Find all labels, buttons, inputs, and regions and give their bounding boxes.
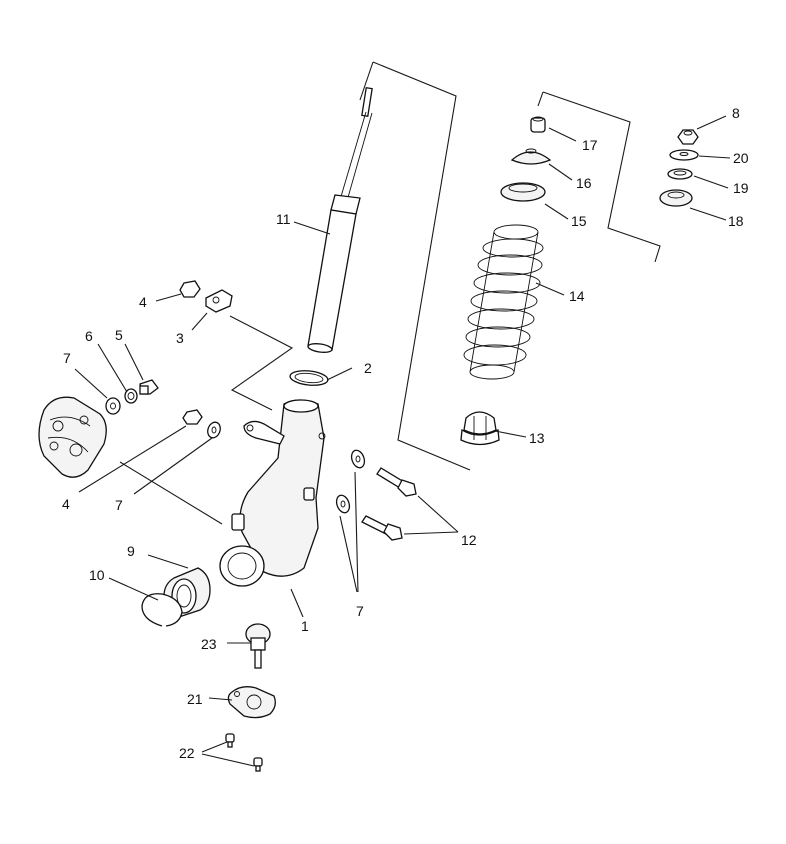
caliper-bolt-5[interactable] [139,379,159,395]
top-ring[interactable] [667,168,693,180]
callout-3: 3 [176,330,184,346]
callout-13: 13 [529,430,545,446]
spring-upper-seat[interactable] [500,182,546,202]
callout-labels: 1 2 3 4 4 5 6 7 7 7 8 9 10 11 12 13 14 1… [62,105,749,761]
top-mount-nut[interactable] [677,129,699,145]
top-sleeve[interactable] [530,116,546,133]
dust-cover[interactable] [510,148,552,165]
screw-lower[interactable] [253,757,263,772]
knuckle-nut-4[interactable] [182,409,203,425]
bolt-upper[interactable] [376,467,417,497]
callout-21: 21 [187,691,203,707]
ball-joint[interactable] [245,623,271,669]
callout-5: 5 [115,327,123,343]
callout-10: 10 [89,567,105,583]
callout-9: 9 [127,543,135,559]
callout-2: 2 [364,360,372,376]
caliper-washer-7[interactable] [105,397,121,415]
callout-8: 8 [732,105,740,121]
callout-7-left: 7 [63,350,71,366]
circlip[interactable] [141,593,183,627]
gasket-ring[interactable] [289,369,329,387]
brake-caliper[interactable] [38,396,107,478]
callout-22: 22 [179,745,195,761]
leader-lines [74,115,731,767]
coil-spring[interactable] [463,224,544,380]
callout-20: 20 [733,150,749,166]
knuckle-washer-7[interactable] [206,420,223,439]
top-mount[interactable] [659,189,693,207]
callout-7-right: 7 [356,603,364,619]
callout-1: 1 [301,618,309,634]
bump-stop[interactable] [460,411,500,446]
callout-6: 6 [85,328,93,344]
callout-19: 19 [733,180,749,196]
callout-4-upper: 4 [139,294,147,310]
washer-right-lower[interactable] [334,493,351,514]
caliper-ring-6[interactable] [124,388,138,404]
washer-right-upper[interactable] [349,448,366,469]
top-washer[interactable] [669,149,699,161]
bracket-nut[interactable] [179,280,201,298]
callout-7-middle: 7 [115,497,123,513]
bracket-plate[interactable] [205,289,233,313]
assembly-guide-lines [119,61,661,525]
shock-absorber[interactable] [307,86,373,354]
callout-16: 16 [576,175,592,191]
callout-23: 23 [201,636,217,652]
steering-knuckle[interactable] [219,399,326,587]
bolt-lower[interactable] [361,515,403,541]
screw-upper[interactable] [225,733,235,748]
mounting-plate[interactable] [227,686,276,719]
callout-11: 11 [276,211,291,227]
callout-12: 12 [461,532,477,548]
callout-17: 17 [582,137,598,153]
callout-18: 18 [728,213,744,229]
callout-15: 15 [571,213,587,229]
callout-14: 14 [569,288,585,304]
callout-4-lower: 4 [62,496,70,512]
